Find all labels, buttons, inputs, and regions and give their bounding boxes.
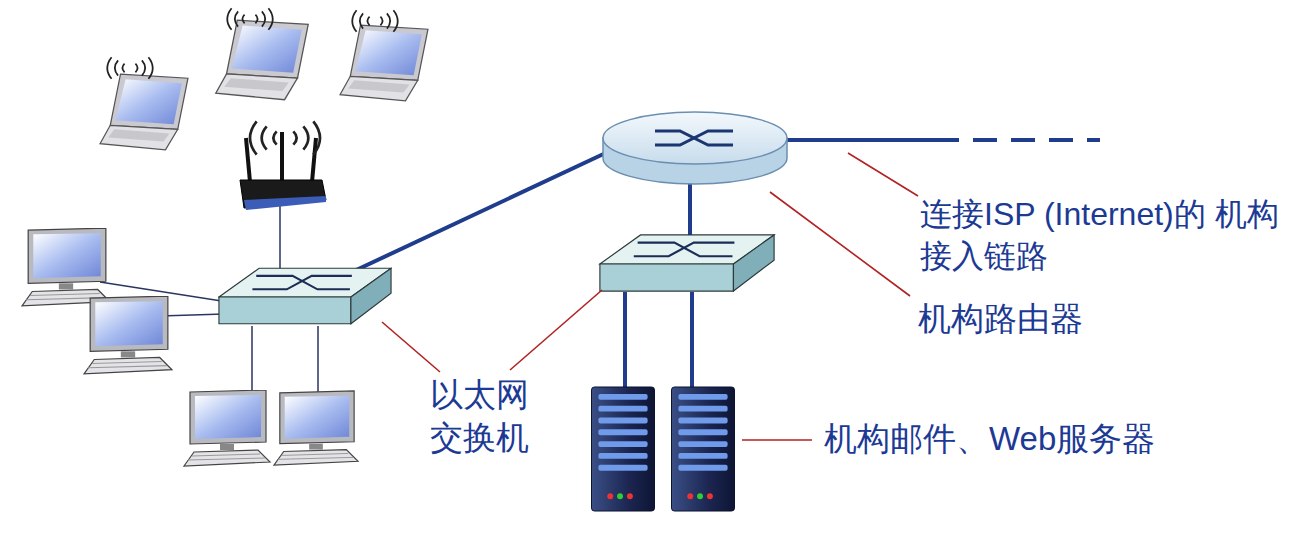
callout-label: 连接ISP (Internet)的 机构接入链路 [920, 194, 1292, 277]
callout-label: 机构路由器 [918, 298, 1083, 341]
callout-label: 机构邮件、Web服务器 [824, 418, 1155, 461]
callout-label: 以太网 交换机 [420, 374, 538, 460]
